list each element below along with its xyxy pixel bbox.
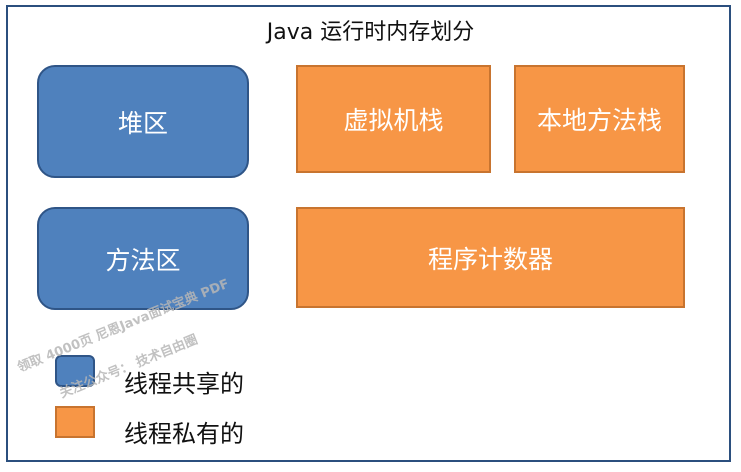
legend-private-label: 线程私有的 (124, 420, 244, 448)
legend-shared-label: 线程共享的 (124, 370, 244, 398)
legend-private-swatch (55, 406, 95, 438)
legend-shared-swatch (55, 355, 95, 387)
diagram-title: Java 运行时内存划分 (266, 20, 475, 45)
vm-stack-region: 虚拟机栈 (296, 65, 491, 173)
heap-region: 堆区 (37, 65, 249, 178)
method-area-region: 方法区 (37, 207, 249, 310)
program-counter-region: 程序计数器 (296, 207, 685, 308)
native-method-stack-region: 本地方法栈 (514, 65, 685, 173)
